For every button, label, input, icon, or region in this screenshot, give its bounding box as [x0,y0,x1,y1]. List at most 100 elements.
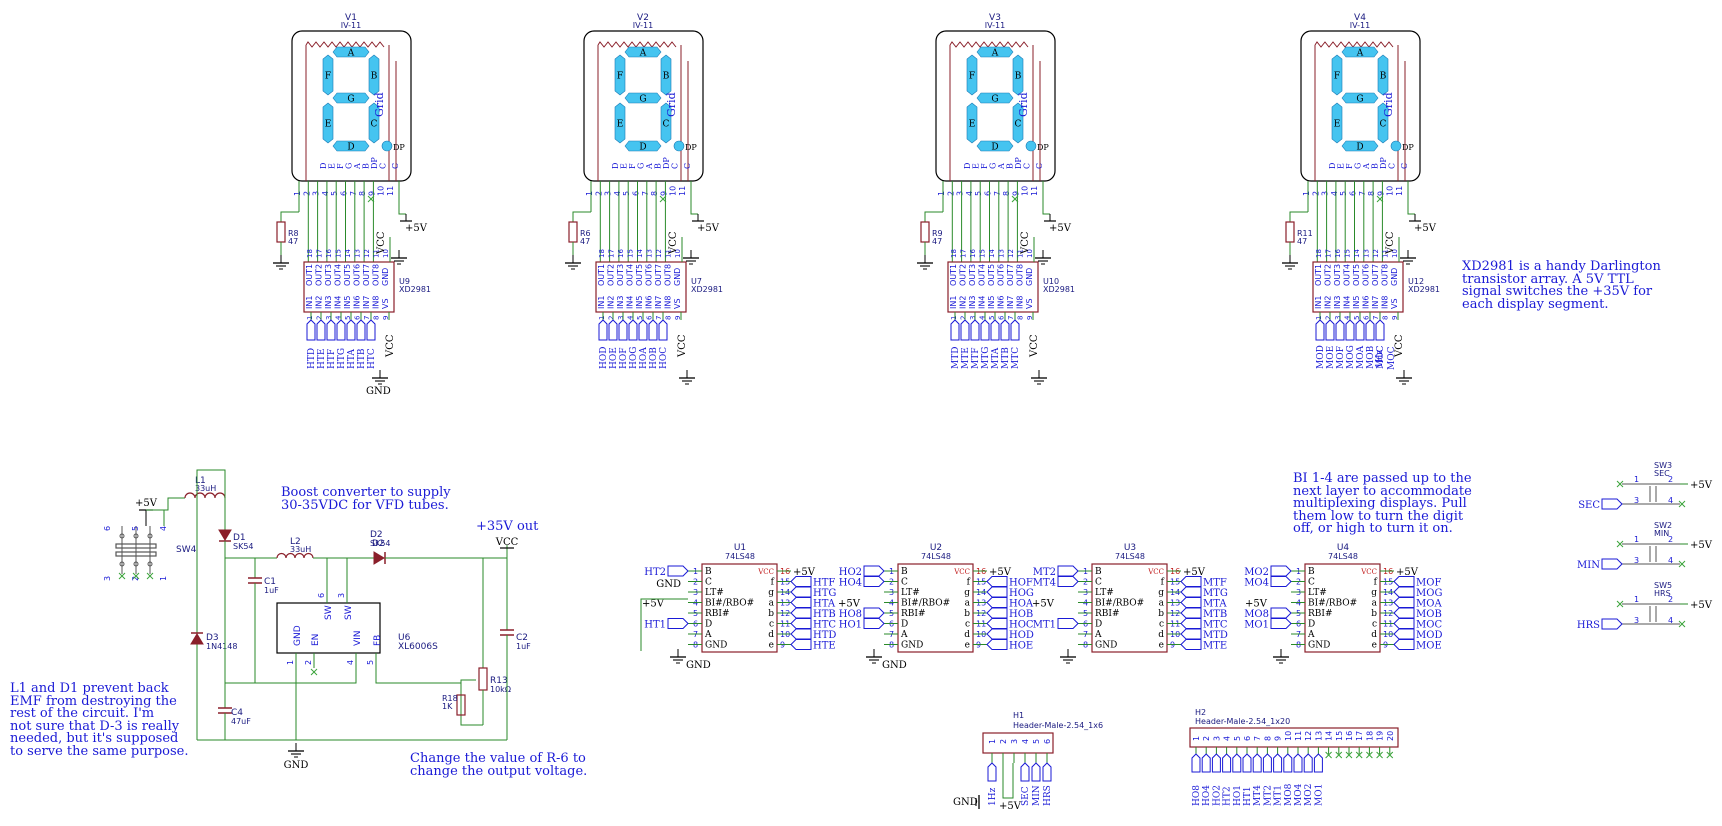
tube-pin-number: 11 [1395,186,1404,196]
tube-pin-number: 5 [622,191,631,196]
tube-outline [291,30,412,182]
output-flag [1180,628,1202,640]
decoder-ref: U3 [1124,543,1136,553]
segment-label: C [1015,120,1022,130]
power-label: +5V [1414,223,1437,234]
driver-pin-number: 5 [988,316,996,320]
driver-pin-in: IN6 [1362,296,1371,309]
tube-pin-name: G [1354,163,1363,169]
wire [225,668,357,684]
tube-pin-name: E [328,163,337,169]
input-flag [863,565,885,577]
driver-pin-in: IN5 [1352,296,1361,309]
diode-value: SK54 [233,542,254,551]
input-flag [326,319,336,341]
input-net-label: MOC [1387,346,1397,370]
decoder-pin-name: BI#/RBO# [1095,599,1144,609]
tube-pin-number: 4 [613,191,622,196]
switch-pin-number: 4 [1668,556,1673,565]
no-connect-mark [1376,751,1383,759]
header-flag [1283,753,1293,773]
ground-symbol [866,649,882,664]
tube-pin-name: C [391,163,400,169]
decoder-pin-name: c [965,620,970,630]
decoder-pin-name: D [1095,620,1102,630]
tube-pin-name: G [989,163,998,169]
driver-pin-in: IN7 [654,296,663,309]
output-net-label: HTF [813,578,835,589]
output-net-label: MTG [1203,588,1228,599]
driver-pin-number: 14 [636,249,644,258]
no-connect-stroke [310,668,318,676]
tube-pin-number: 5 [974,191,983,196]
no-connect-mark [118,572,126,580]
no-connect-mark [1366,751,1373,759]
input-flag [1270,607,1292,619]
driver-pin-out: OUT7 [654,264,663,286]
segment-label: D [1356,143,1363,153]
tube-pin-number: 10 [377,186,386,196]
output-flag [1180,607,1202,619]
output-net-label: HOB [1009,609,1033,620]
output-net-label: MOG [1416,588,1442,599]
header-net-label: MO4 [1294,783,1304,806]
gnd-label: GND [882,660,907,671]
header-pin-number: 4 [1021,739,1030,744]
input-net-label: HO4 [839,578,862,589]
output-net-label: HOD [1009,630,1034,641]
input-flag [1270,618,1292,629]
switch-pin-number: 3 [1634,556,1639,565]
power-label: +5V [1690,540,1713,551]
tube-pin-number: 7 [1358,191,1367,196]
driver-pin-number: 1 [306,316,314,320]
resistor-value: 47 [288,237,298,246]
power-label: +5V [999,801,1022,812]
ground-symbol [679,370,695,385]
input-net-label: HTC [367,348,377,369]
driver-pin-out: OUT7 [1371,264,1380,286]
switch-ref: SW5 [1654,581,1672,590]
driver-pin-in: IN4 [1343,296,1352,309]
driver-ref: U9 [399,277,410,286]
header-pin-number: 10 [1284,731,1293,741]
tube-pin-number: 11 [1030,186,1039,196]
ic-pin-number: 5 [366,660,375,665]
header-pin-number: 5 [1032,739,1041,744]
resistor-body [478,667,488,691]
switch-pin-number: 2 [1668,535,1673,544]
switch-name: SEC [1654,469,1670,478]
driver-pin-number: 11 [665,249,673,258]
input-flag [336,319,346,341]
driver-pin-number: 10 [382,249,390,258]
tube-pin-number: 9 [1376,191,1385,196]
segment-label: C [371,120,378,130]
no-connect-mark [1325,751,1332,759]
decoder-pin-name: D [1308,620,1315,630]
input-flag [1335,319,1345,341]
segment-d [332,140,370,152]
decoder-pin-name: A [900,630,908,640]
segment-d [624,140,662,152]
ground-symbol [1035,250,1051,265]
inductor-value: 33uH [290,545,311,554]
gnd-label: GND [366,386,391,397]
driver-pin-number: 9 [1391,316,1399,320]
gnd-label: GND [656,579,681,590]
driver-pin-in: IN4 [334,296,343,309]
capacitor-value: 47uF [231,717,251,726]
switch-pin-number: 4 [1668,496,1673,505]
driver-pin-number: 3 [969,316,977,320]
input-flag [1000,319,1010,341]
tube-pin-name: E [972,163,981,169]
header-pin-number: 3 [1212,736,1221,741]
switch-lever [115,551,157,557]
wire [640,598,688,651]
output-flag [1393,639,1415,650]
input-flag [863,607,885,619]
decoder-pin-name: b [768,609,774,619]
input-net-label: MO2 [1244,567,1269,578]
input-flag [1365,319,1375,341]
decoder-pin-name: g [964,588,970,598]
input-flag [1345,319,1355,341]
